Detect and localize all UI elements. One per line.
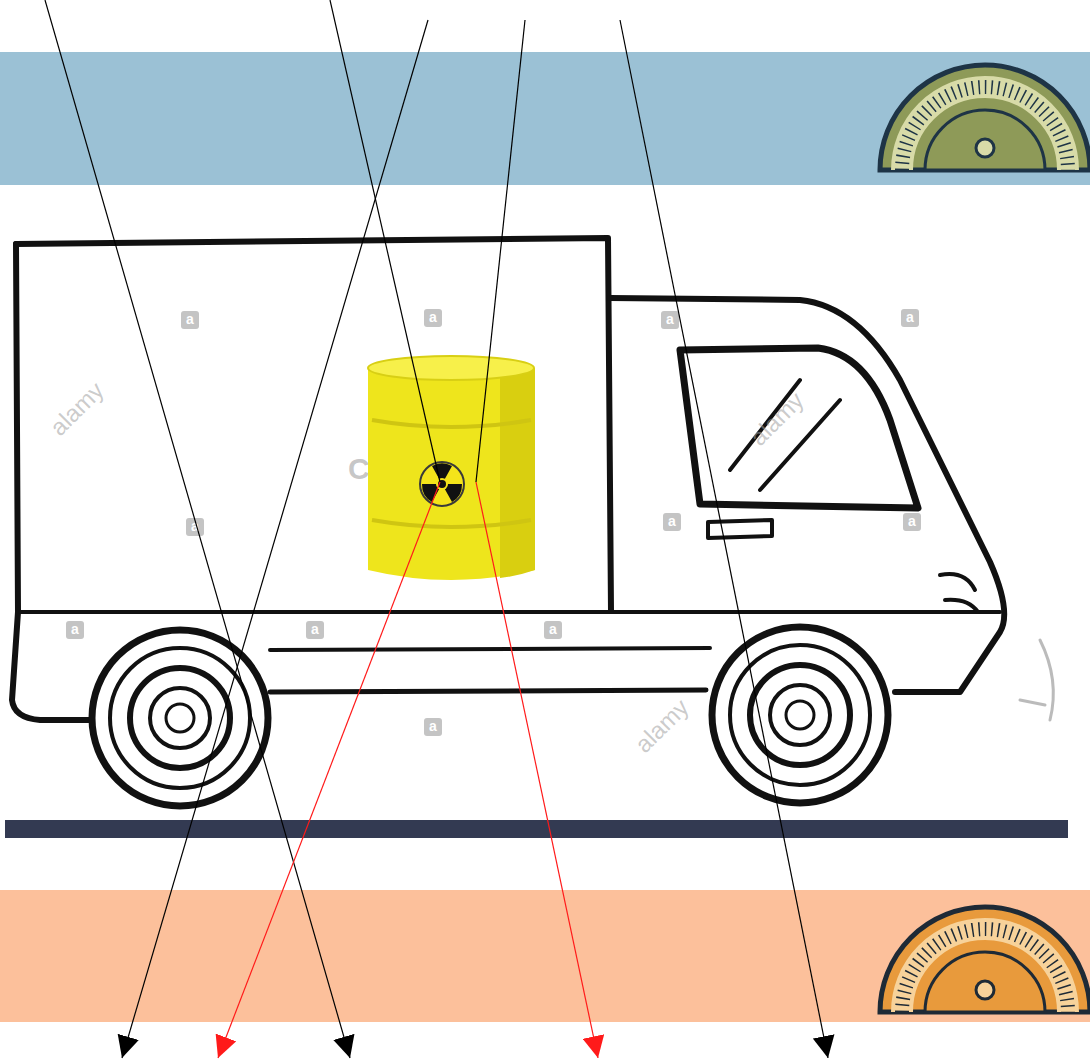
watermark-badge: a [424, 309, 442, 327]
dark-bar [5, 820, 1068, 838]
chassis-line [270, 690, 706, 692]
protractor-icon [880, 907, 1090, 1012]
ray-line [476, 20, 525, 482]
red-ray-line [476, 482, 598, 1058]
headlight [940, 574, 978, 612]
wheel [92, 630, 268, 806]
protractor-icon [880, 65, 1090, 170]
watermark-text: alamy [44, 376, 109, 441]
wheel [712, 627, 888, 803]
ray-line [330, 0, 440, 482]
ray-line [122, 20, 428, 1058]
watermark-badge: a [663, 513, 681, 531]
cab-window [680, 348, 918, 508]
watermark-badge: a [66, 621, 84, 639]
chassis-line [20, 610, 1000, 614]
window-glare [730, 380, 840, 490]
cargo-box [16, 238, 611, 610]
cargo-box [12, 244, 92, 720]
watermark-text: alamy [744, 386, 809, 451]
ray-line [620, 20, 828, 1058]
chassis-line [270, 648, 710, 650]
radioactive-barrel [368, 356, 535, 580]
bumper [1020, 640, 1053, 720]
blue-band [0, 52, 1090, 185]
red-ray-line [218, 482, 440, 1058]
watermark-badge: a [901, 309, 919, 327]
watermark-badge: a [903, 513, 921, 531]
door-handle [708, 520, 772, 538]
watermark-badge: a [661, 311, 679, 329]
watermark-badge: a [544, 621, 562, 639]
watermark-badge: a [306, 621, 324, 639]
ray-line [45, 0, 350, 1058]
watermark-badge: a [181, 311, 199, 329]
ray-lines [45, 0, 828, 1058]
watermark-badge: a [424, 718, 442, 736]
watermark-text: alamy [629, 693, 694, 758]
orange-band [0, 890, 1090, 1022]
